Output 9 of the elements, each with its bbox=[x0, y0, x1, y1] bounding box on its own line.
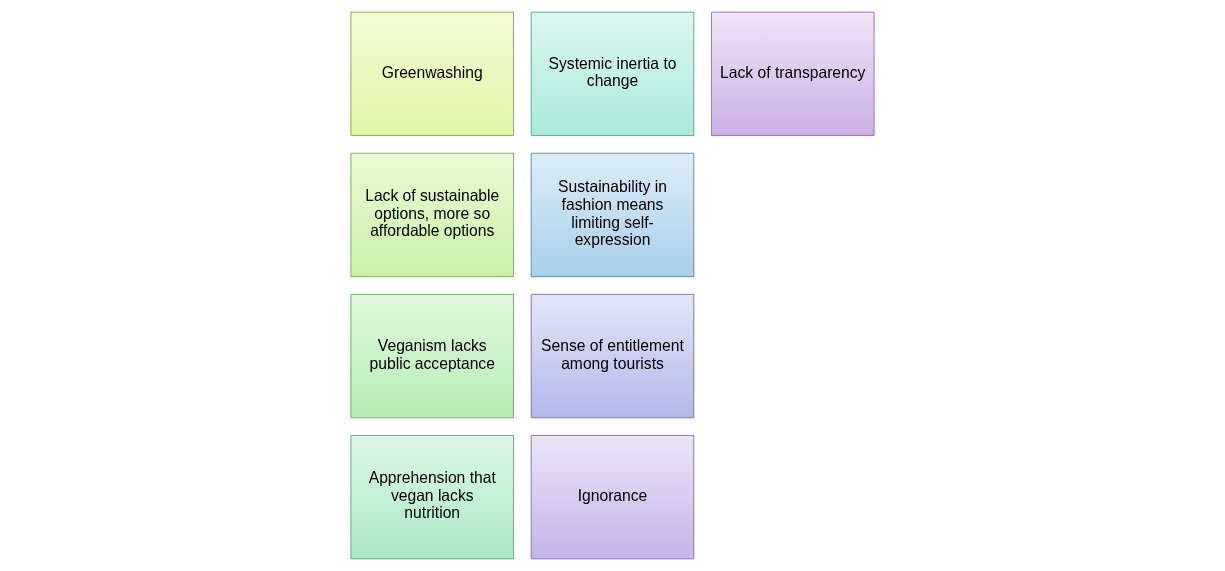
node-box: Systemic inertia to change bbox=[530, 11, 695, 137]
node-box: Sense of entitlement among tourists bbox=[530, 293, 695, 419]
node-box: Ignorance bbox=[530, 434, 695, 560]
node-box: Apprehension that vegan lacks nutrition bbox=[350, 434, 515, 560]
node-box: Sustainability in fashion means limiting self-expression bbox=[530, 152, 695, 278]
node-box: Veganism lacks public acceptance bbox=[350, 293, 515, 419]
node-box: Lack of sustainable options, more so affordable options bbox=[350, 152, 515, 278]
node-box: Greenwashing bbox=[350, 11, 515, 137]
node-box: Lack of transparency bbox=[710, 11, 875, 137]
